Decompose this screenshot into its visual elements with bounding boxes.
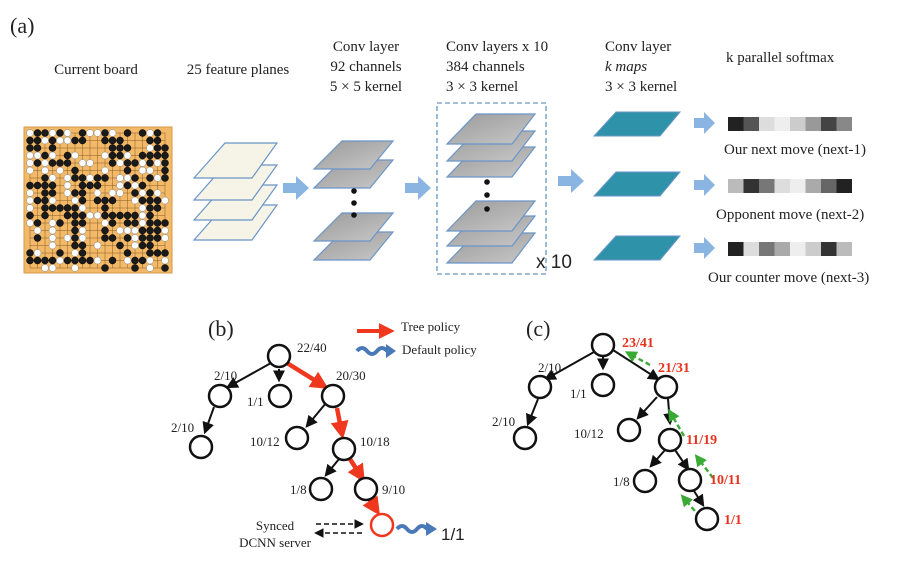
output-label-next1: Our next move (next-1) — [724, 142, 866, 158]
node-c-l2-left: 2/10 — [492, 414, 515, 429]
svg-text:Default policy: Default policy — [402, 342, 477, 357]
panel-a-tag: (a) — [10, 13, 34, 38]
node-b-l1-mid: 1/1 — [247, 394, 264, 409]
label-convk-line1: Conv layer — [605, 39, 671, 55]
feature-planes — [192, 142, 279, 241]
label-conv1-line3: 5 × 5 kernel — [330, 79, 402, 95]
tree-b-edges — [202, 361, 380, 516]
node-c-l3-right: 10/11 — [710, 473, 741, 488]
node-c-l3-left: 1/8 — [613, 474, 630, 489]
leaf-result: 1/1 — [441, 525, 465, 544]
label-current-board: Current board — [54, 62, 138, 78]
conv-k-maps — [592, 111, 682, 261]
node-b-l3-left: 1/8 — [290, 482, 307, 497]
node-b-l3-right: 9/10 — [382, 482, 405, 497]
output-label-next3: Our counter move (next-3) — [708, 270, 869, 286]
flow-arrow-2 — [405, 176, 431, 200]
label-conv1-line2: 92 channels — [330, 59, 401, 75]
label-conv10-line2: 384 channels — [446, 59, 525, 75]
node-c-root: 23/41 — [622, 336, 654, 351]
label-conv1-line1: Conv layer — [333, 39, 399, 55]
flow-arrow-3 — [558, 169, 584, 193]
conv1-planes — [312, 140, 395, 261]
svg-text:Tree policy: Tree policy — [401, 319, 461, 334]
flow-arrow-1 — [283, 176, 309, 200]
softmax-strip-next3 — [728, 242, 852, 256]
legend-tree-policy: Tree policy — [357, 319, 461, 339]
panel-c-tag: (c) — [526, 316, 550, 341]
output-label-next2: Opponent move (next-2) — [716, 207, 864, 223]
repeat-label: x 10 — [536, 252, 572, 273]
server-label-line1: Synced — [256, 518, 295, 533]
node-b-l1-left: 2/10 — [214, 368, 237, 383]
label-conv10-line1: Conv layers x 10 — [446, 39, 548, 55]
node-b-l2-right: 10/18 — [360, 434, 390, 449]
default-policy-wave — [395, 522, 437, 536]
node-c-leaf: 1/1 — [724, 513, 742, 528]
node-b-l2-mid: 10/12 — [250, 434, 280, 449]
node-c-l2-mid: 10/12 — [574, 426, 604, 441]
softmax-arrows — [694, 112, 715, 259]
softmax-strip-next1 — [728, 117, 852, 131]
server-label-line2: DCNN server — [239, 535, 312, 550]
go-board — [23, 126, 173, 274]
label-convk-line2: k maps — [605, 59, 647, 75]
server-arrows — [314, 519, 364, 538]
node-c-l1-right: 21/31 — [658, 361, 690, 376]
node-c-l1-mid: 1/1 — [570, 386, 587, 401]
node-c-l2-right: 11/19 — [686, 433, 717, 448]
tree-c-nodes — [512, 332, 720, 532]
legend-default-policy: Default policy — [355, 342, 477, 358]
node-b-l2-left: 2/10 — [171, 420, 194, 435]
conv10-stack — [436, 102, 547, 275]
node-b-root: 22/40 — [297, 340, 327, 355]
label-conv10-line3: 3 × 3 kernel — [446, 79, 518, 95]
node-c-l1-left: 2/10 — [538, 360, 561, 375]
tree-b-nodes — [188, 343, 395, 538]
label-convk-line3: 3 × 3 kernel — [605, 79, 677, 95]
label-feature-planes: 25 feature planes — [187, 62, 290, 78]
panel-b-tag: (b) — [208, 316, 234, 341]
node-b-l1-right: 20/30 — [336, 368, 366, 383]
softmax-strip-next2 — [728, 179, 852, 193]
label-softmax: k parallel softmax — [726, 50, 835, 66]
